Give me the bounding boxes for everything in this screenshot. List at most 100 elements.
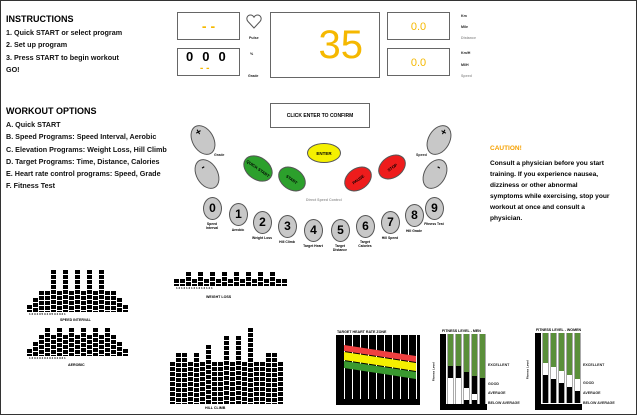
women-level: AVERAGE (583, 391, 601, 395)
profile-bar (123, 305, 128, 312)
good-segment (559, 371, 564, 383)
zone-band-green (344, 361, 416, 379)
profile-bar (111, 291, 116, 312)
speed-interval-profile (27, 270, 128, 312)
number-8-button[interactable]: 8 (405, 204, 424, 227)
number-3-button[interactable]: 3 (278, 215, 297, 238)
profile-bar (174, 279, 179, 286)
option: E. Heart rate control programs: Speed, G… (6, 169, 161, 179)
number-digit: 9 (431, 201, 438, 215)
profile-bar (170, 361, 175, 404)
step: 3. Press START to begin workout (6, 52, 119, 62)
profile-bar (240, 279, 245, 286)
profile-bar (51, 270, 56, 312)
excellent-segment (472, 334, 477, 376)
profile-bar (105, 291, 110, 312)
women-title: FITNESS LEVEL - WOMEN (536, 328, 582, 332)
profile-bar (123, 349, 128, 356)
profile-bar (200, 361, 205, 404)
good-segment (456, 366, 461, 378)
profile-bar (57, 328, 62, 356)
direct-speed-label: Direct Speed Control (306, 198, 342, 202)
number-digit: 7 (387, 215, 394, 229)
start-label: START (285, 173, 299, 185)
number-digit: 3 (284, 219, 291, 233)
good-segment (472, 376, 477, 392)
number-1-button[interactable]: 1 (229, 203, 248, 226)
profile-bar (93, 328, 98, 356)
number-label: Fitness Test (424, 222, 444, 226)
grade-digit: 0 (202, 49, 212, 64)
average-segment (448, 380, 453, 400)
profile-bar (216, 279, 221, 286)
profile-bar (105, 328, 110, 356)
number-label: Hill Grade (405, 229, 423, 233)
number-5-button[interactable]: 5 (331, 219, 350, 242)
men-level: EXCELLENT (488, 363, 510, 367)
grade-cursor: - - (200, 63, 210, 74)
profile-bar (176, 353, 181, 404)
women-chart (535, 333, 582, 415)
profile-bar (93, 291, 98, 312)
number-digit: 4 (310, 223, 317, 237)
profile-bar (186, 272, 191, 286)
good-segment (567, 375, 572, 387)
number-label: Speed Interval (205, 222, 219, 230)
zone-band-red (344, 345, 416, 362)
excellent-segment (559, 333, 564, 371)
profile-bar (75, 335, 80, 356)
profile-bar (206, 344, 211, 404)
number-0-button[interactable]: 0 (203, 197, 222, 220)
number-2-button[interactable]: 2 (253, 211, 272, 234)
profile-bar (278, 361, 283, 404)
good-segment (464, 372, 469, 386)
heart-zone-title: TARGET HEART RATE ZONE (337, 330, 387, 334)
speed-interval-ticks: 1 2 3 4 3 5 3 4 3 5 3 4 3 2 1 (29, 312, 66, 316)
weight-loss-ticks: 1 2 1 2 1 2 1 2 1 2 1 2 1 2 1 (176, 286, 213, 290)
number-digit: 2 (259, 215, 266, 229)
option: F. Fitness Test (6, 181, 55, 191)
plus-icon: + (437, 126, 449, 139)
number-digit: 1 (235, 207, 242, 221)
average-segment (543, 375, 548, 403)
excellent-segment (448, 334, 453, 366)
profile-bar (27, 349, 32, 356)
mih-label: MI/H (461, 63, 469, 67)
enter-button[interactable]: ENTER (307, 143, 341, 163)
hill-climb-profile (170, 326, 283, 404)
caution: CAUTION! Consult a physician before you … (490, 145, 610, 224)
number-digit: 6 (362, 219, 369, 233)
number-6-button[interactable]: 6 (356, 215, 375, 238)
average-segment (456, 380, 461, 400)
distance-display: 0.0 (387, 12, 450, 40)
number-label: Target Distance (332, 244, 348, 252)
number-7-button[interactable]: 7 (381, 211, 400, 234)
profile-bar (99, 335, 104, 356)
women-ylabel: Fitness Level (525, 360, 530, 380)
profile-bar (57, 291, 62, 312)
excellent-segment (464, 334, 469, 372)
percent-label: % (250, 52, 254, 56)
step: 1. Quick START or select program (6, 28, 123, 37)
grid-line (384, 335, 385, 399)
number-digit: 0 (209, 201, 216, 215)
profile-bar (272, 353, 277, 404)
grade-display: 0 0 0 - - (177, 48, 240, 76)
profile-bar (260, 361, 265, 404)
average-segment (575, 391, 580, 403)
excellent-segment (456, 334, 461, 366)
profile-bar (210, 272, 215, 286)
profile-bar (276, 279, 281, 286)
profile-bar (63, 335, 68, 356)
pulse-display: - - (177, 12, 240, 40)
excellent-segment (543, 333, 548, 363)
number-4-button[interactable]: 4 (304, 219, 323, 242)
kmh-label: Km/H (461, 51, 471, 55)
minus-icon: - (199, 161, 208, 174)
profile-bar (266, 353, 271, 404)
profile-bar (69, 328, 74, 356)
women-level: EXCELLENT (583, 363, 605, 367)
number-label: Weight Loss (251, 236, 273, 240)
excellent-segment (567, 333, 572, 375)
number-9-button[interactable]: 9 (425, 197, 444, 220)
